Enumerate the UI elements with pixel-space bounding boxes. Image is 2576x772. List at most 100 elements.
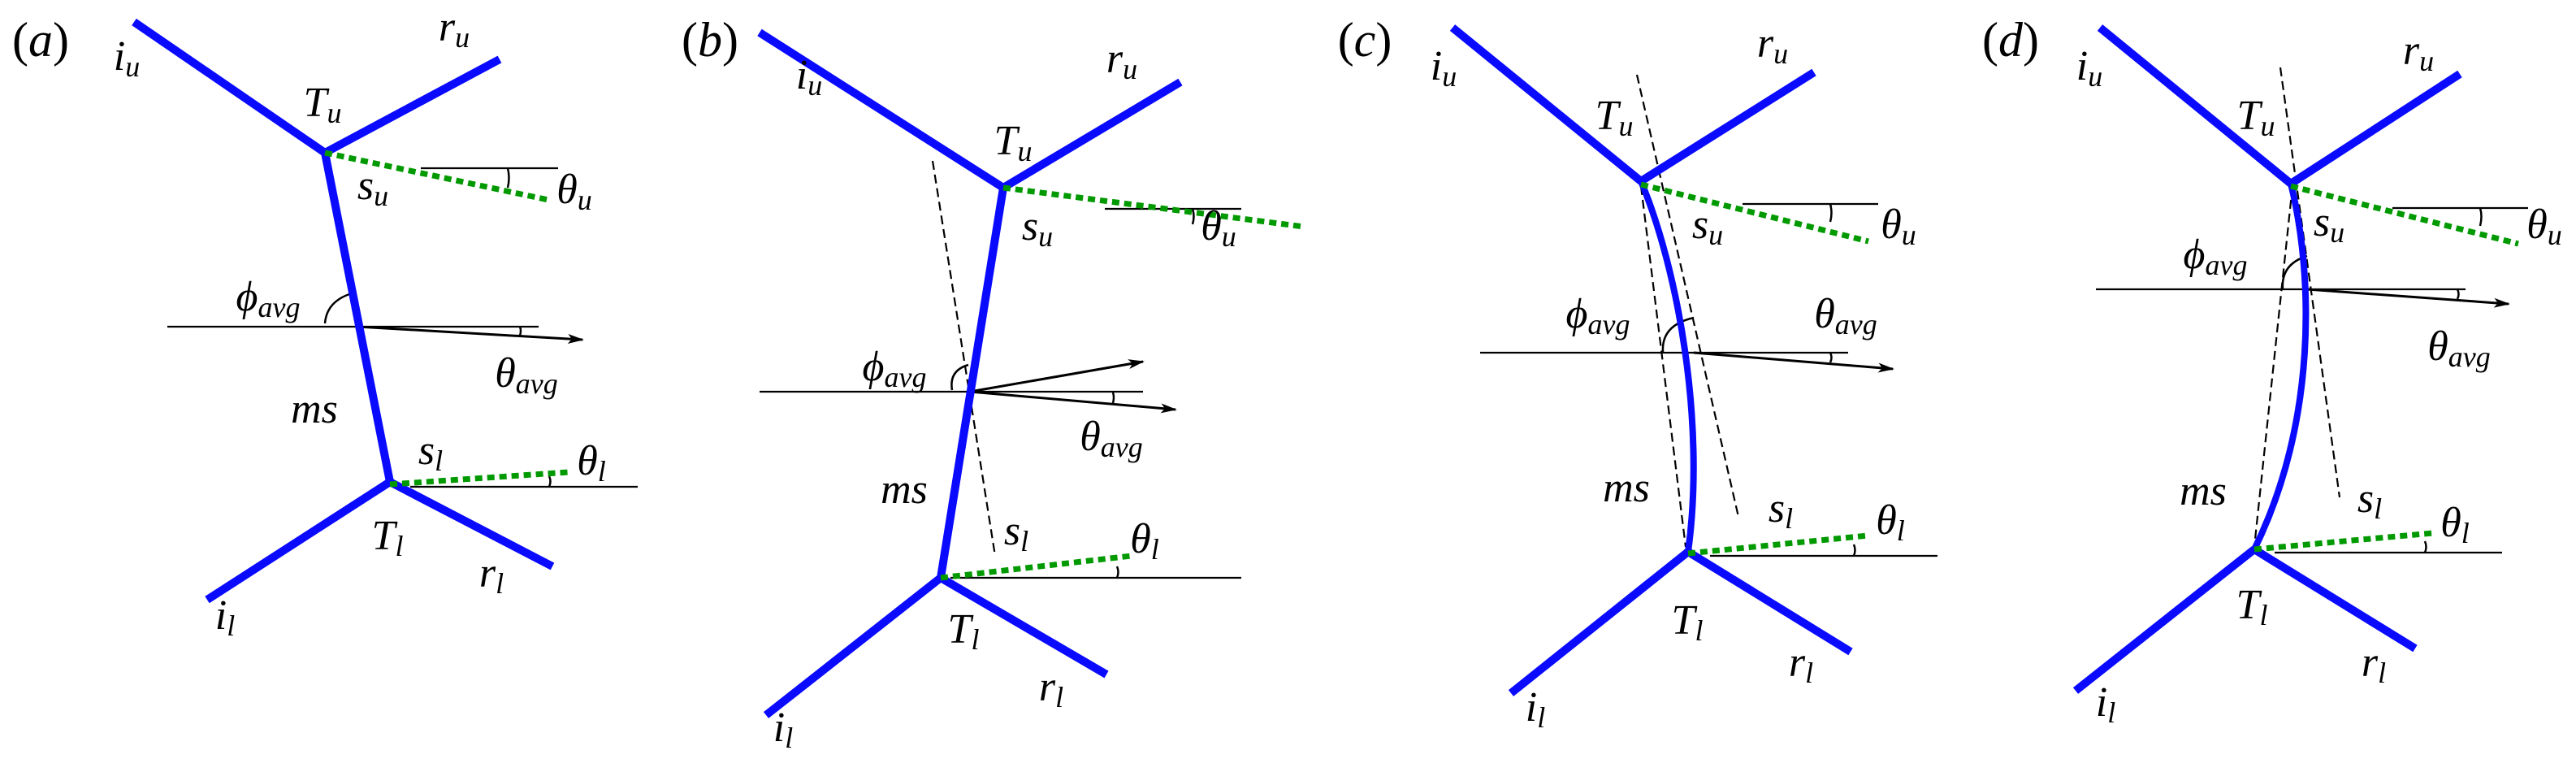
symbol-subscript: u bbox=[2088, 60, 2102, 93]
symbol-main: s bbox=[418, 427, 435, 474]
angle-arc bbox=[950, 363, 969, 391]
symbol-subscript: u bbox=[374, 180, 388, 212]
label-ms: ms bbox=[1603, 465, 1650, 511]
symbol-main: s bbox=[2357, 475, 2374, 522]
label-i-l: il bbox=[2096, 679, 2115, 729]
symbol-main: r bbox=[2362, 640, 2379, 686]
symbol-subscript: l bbox=[971, 623, 979, 656]
grain-boundary-segment bbox=[1001, 78, 1183, 192]
angle-arc bbox=[1115, 566, 1119, 579]
grain-boundary-segment bbox=[757, 28, 1006, 192]
symbol-main: ms bbox=[2180, 468, 2227, 514]
symbol-subscript: avg bbox=[1101, 431, 1143, 463]
grain-boundary-segment bbox=[205, 478, 392, 604]
direction-arrow bbox=[969, 390, 1177, 414]
symbol-subscript: avg bbox=[516, 367, 558, 400]
label-T-l: Tl bbox=[372, 513, 404, 562]
label-T-l: Tl bbox=[1672, 597, 1704, 647]
grain-boundary-segment bbox=[763, 575, 944, 718]
grain-boundary-segment bbox=[938, 574, 1109, 679]
symbol-subscript: l bbox=[2461, 517, 2470, 549]
panel-letter: d bbox=[1998, 13, 2024, 67]
symbol-subscript: u bbox=[1222, 220, 1236, 253]
panel-letter: a bbox=[28, 13, 53, 67]
angle-arc bbox=[1111, 392, 1115, 404]
symbol-main: s bbox=[1022, 203, 1038, 249]
symbol-main: r bbox=[2403, 28, 2420, 74]
label-s-l: sl bbox=[1004, 508, 1028, 557]
symbol-subscript: l bbox=[496, 567, 504, 600]
symbol-subscript: l bbox=[1055, 681, 1063, 713]
panel-label: (b) bbox=[682, 13, 738, 67]
label-T-u: Tu bbox=[1595, 93, 1634, 142]
tangent-dashed-line bbox=[1635, 74, 1740, 518]
direction-arrow bbox=[969, 359, 1145, 393]
grain-boundary-segment bbox=[2072, 546, 2258, 694]
symbol-subscript: avg bbox=[2448, 340, 2491, 373]
label-i-l: il bbox=[1526, 684, 1545, 734]
symbol-main: s bbox=[2314, 199, 2330, 245]
grain-boundary-segment bbox=[132, 18, 327, 157]
label-r-l: rl bbox=[479, 550, 504, 600]
symbol-main: r bbox=[439, 4, 456, 50]
symbol-main: T bbox=[1672, 597, 1698, 644]
tangent-dashed-line bbox=[1639, 185, 1687, 548]
symbol-subscript: avg bbox=[2205, 249, 2247, 281]
symbol-main: ϕ bbox=[1566, 291, 1588, 337]
label-i-u: iu bbox=[796, 52, 822, 102]
chord-dotted-segment bbox=[2253, 530, 2434, 553]
symbol-main: r bbox=[1039, 664, 1056, 710]
symbol-main: ms bbox=[291, 386, 338, 432]
label-s-l: sl bbox=[1769, 485, 1793, 535]
symbol-main: i bbox=[2076, 43, 2088, 89]
label-phi-avg: ϕavg bbox=[863, 344, 927, 393]
symbol-main: i bbox=[773, 705, 785, 751]
symbol-main: θ bbox=[577, 438, 598, 484]
symbol-main: s bbox=[1769, 485, 1785, 531]
grain-boundary-segment bbox=[321, 152, 394, 483]
tangent-dashed-line bbox=[2253, 185, 2294, 548]
symbol-main: T bbox=[304, 80, 330, 126]
symbol-subscript: u bbox=[455, 21, 470, 54]
symbol-main: θ bbox=[2526, 202, 2548, 248]
grain-boundary-segment bbox=[387, 478, 555, 570]
symbol-main: θ bbox=[2427, 323, 2448, 370]
symbol-main: T bbox=[948, 606, 974, 653]
symbol-main: θ bbox=[1130, 516, 1151, 562]
tangent-dashed-line bbox=[931, 160, 997, 557]
panel-label: (d) bbox=[1982, 13, 2039, 67]
label-theta-l: θl bbox=[2440, 500, 2470, 549]
label-theta-l: θl bbox=[577, 438, 606, 488]
angle-arc bbox=[1191, 208, 1195, 225]
label-phi-avg: ϕavg bbox=[2184, 232, 2248, 281]
angle-arc bbox=[2479, 207, 2483, 227]
symbol-main: θ bbox=[2440, 500, 2461, 546]
symbol-main: i bbox=[796, 52, 807, 98]
symbol-main: s bbox=[1004, 508, 1020, 554]
label-theta-l: θl bbox=[1876, 497, 1905, 547]
grain-boundary-segment bbox=[323, 55, 502, 157]
symbol-subscript: l bbox=[785, 722, 793, 754]
label-s-l: sl bbox=[418, 427, 443, 477]
paren-close: ) bbox=[1375, 13, 1392, 67]
label-theta-u: θu bbox=[1201, 203, 1236, 253]
symbol-subscript: l bbox=[1897, 514, 1905, 547]
direction-arrow bbox=[2306, 288, 2510, 308]
symbol-main: i bbox=[1431, 43, 1442, 89]
symbol-main: θ bbox=[495, 350, 516, 397]
label-r-l: rl bbox=[1039, 664, 1063, 713]
chord-dotted-segment bbox=[1002, 184, 1305, 230]
symbol-subscript: l bbox=[1151, 533, 1159, 566]
symbol-subscript: u bbox=[1038, 220, 1053, 253]
angle-arc bbox=[548, 475, 552, 488]
label-s-u: su bbox=[357, 163, 388, 212]
chord-dotted-segment bbox=[1640, 181, 1869, 245]
symbol-subscript: l bbox=[2374, 492, 2382, 525]
label-theta-u: θu bbox=[2526, 202, 2562, 251]
grain-boundary-segment bbox=[1639, 68, 1816, 185]
label-i-u: iu bbox=[2076, 43, 2102, 93]
label-theta-u: θu bbox=[556, 167, 592, 216]
tangent-dashed-line bbox=[2279, 67, 2341, 498]
symbol-subscript: l bbox=[227, 609, 235, 642]
symbol-subscript: u bbox=[2260, 110, 2275, 142]
